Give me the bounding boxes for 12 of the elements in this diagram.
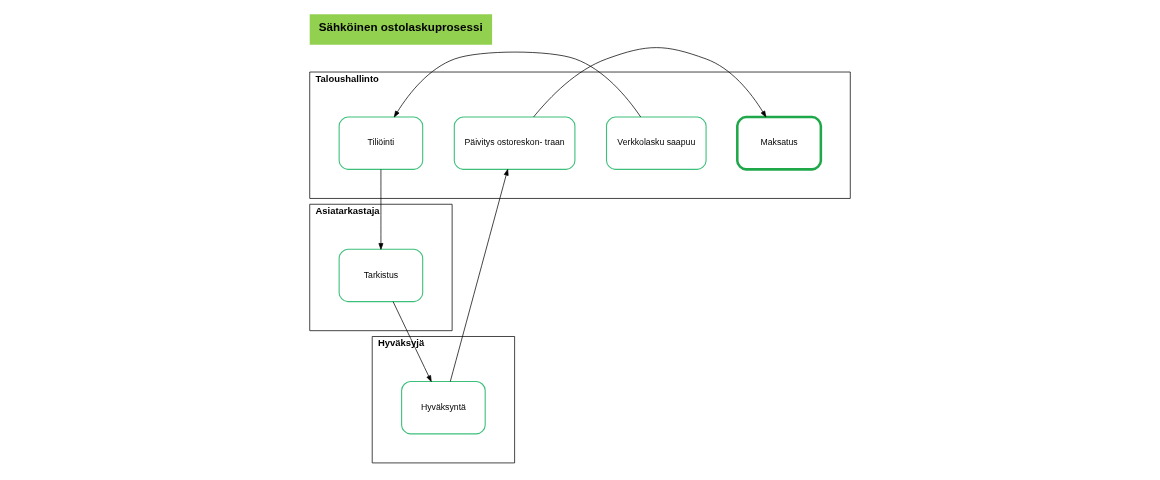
node-box: Maksatus xyxy=(736,115,823,171)
arrow xyxy=(533,47,767,118)
diagram-title: Sähköinen ostolaskuprosessi xyxy=(318,20,483,34)
node-box: Verkkolasku saapuu xyxy=(605,116,707,170)
arrow xyxy=(378,169,384,250)
node-box: Tiliöinti xyxy=(338,116,424,170)
node-box: Tarkistus xyxy=(338,248,424,303)
arrow xyxy=(393,51,642,118)
arrow xyxy=(449,169,509,382)
node-box: Päivitys ostoreskon- traan xyxy=(453,116,576,170)
node-box: Hyväksyntä xyxy=(401,381,486,435)
arrow xyxy=(392,301,432,382)
